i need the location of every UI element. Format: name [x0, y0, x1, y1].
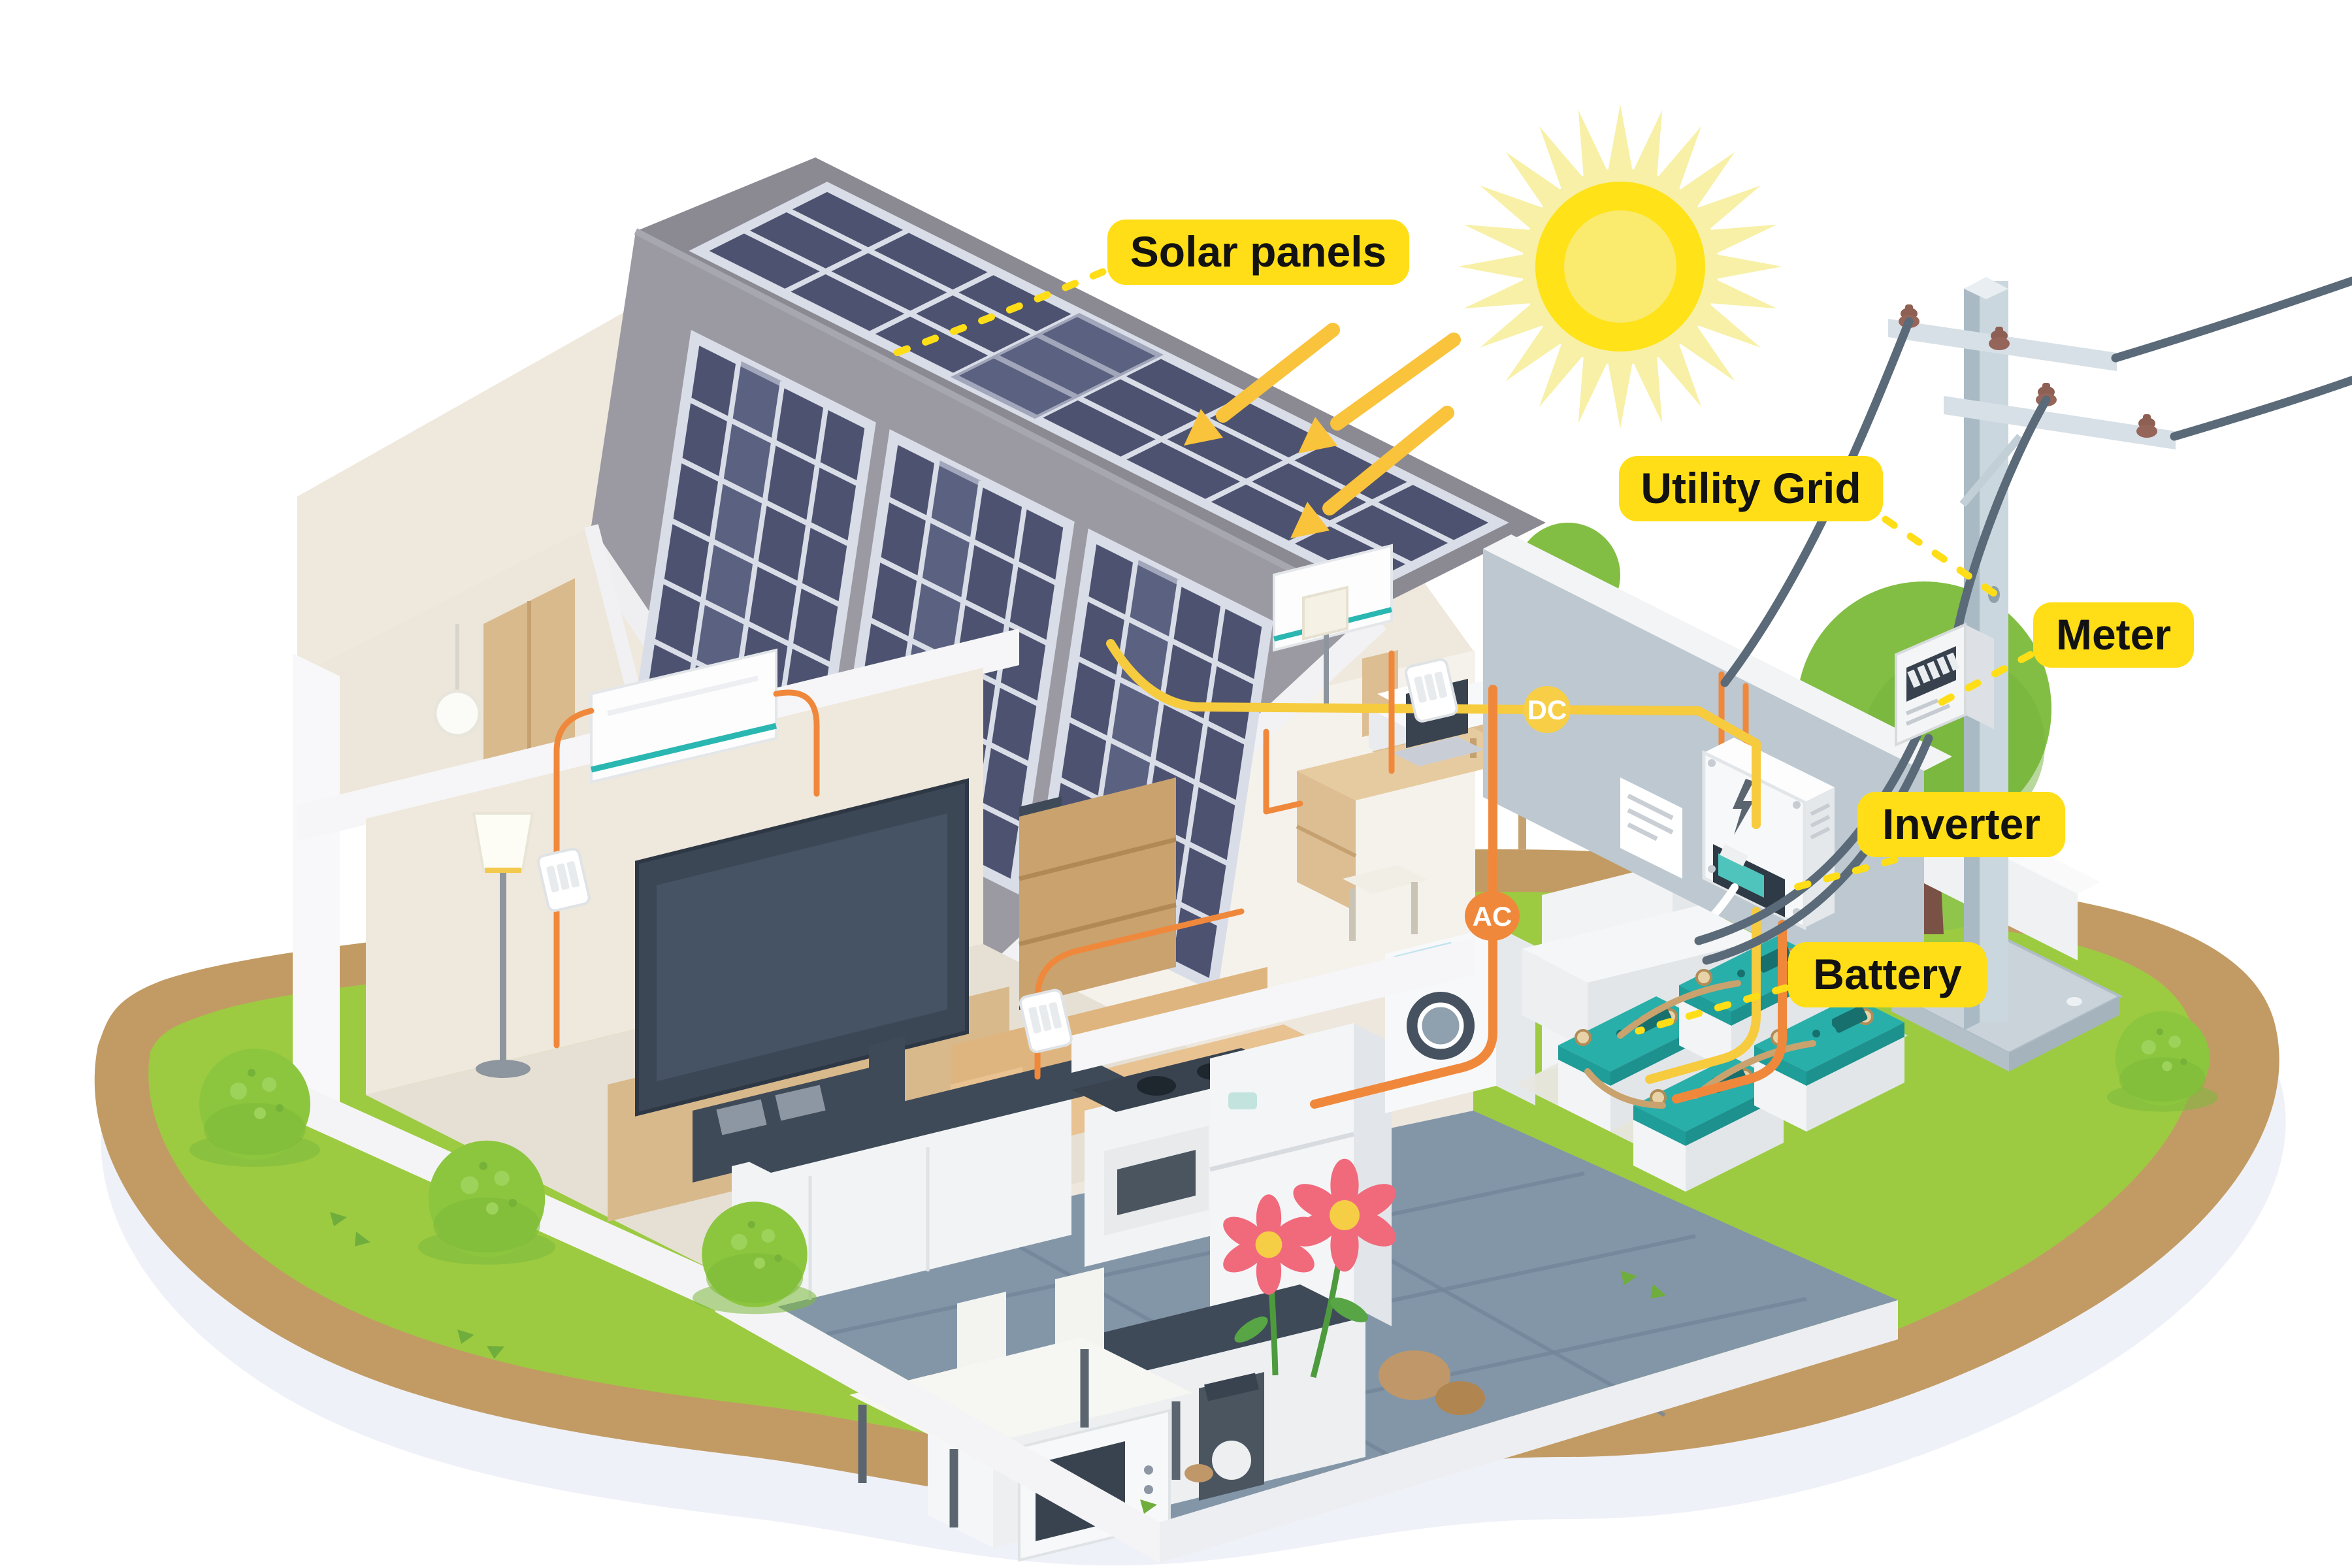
label-utility-grid: Utility Grid: [1619, 456, 1883, 521]
utility-pole: [1694, 276, 2352, 1071]
stove-oven: [1071, 1048, 1286, 1267]
wiring: [553, 639, 1787, 1109]
service-cable: [1694, 726, 1924, 945]
pole-cap: [1964, 277, 2008, 299]
house-base-front: [715, 1271, 1160, 1563]
yard-decor: [189, 1011, 2218, 1514]
left-exterior-wall: [293, 653, 340, 1104]
label-inverter: Inverter: [1857, 792, 2065, 857]
stool: [1343, 865, 1428, 941]
rocks-icon: [1184, 1350, 1485, 1482]
label-meter: Meter: [2033, 602, 2194, 668]
dc-wire-to-battery: [1645, 907, 1761, 1084]
dc-badge-label: DC: [1527, 694, 1567, 725]
solar-array-far: [689, 182, 1509, 592]
floor-lamp-icon: [472, 812, 534, 1078]
bedroom-slab-edge: [1071, 938, 1475, 1073]
grid-cable: [1948, 395, 2051, 666]
coffee-maker-icon: [1199, 1372, 1264, 1501]
house-base-right: [1160, 1300, 1898, 1563]
sun: [1458, 105, 1782, 429]
dc-badge: DC: [1524, 686, 1571, 733]
inverter-unit: [1702, 738, 1835, 931]
ac-badge: AC: [1465, 891, 1520, 941]
ac-trunk-wire: [1310, 685, 1497, 1109]
grid-cable: [2111, 276, 2352, 363]
bookshelf: [1019, 777, 1177, 1006]
crossarm-lower: [1944, 396, 2176, 449]
label-inverter-text: Inverter: [1882, 800, 2040, 848]
service-cable: [1702, 734, 1933, 965]
label-meter-text: Meter: [2056, 610, 2171, 659]
ac-badge-label: AC: [1473, 901, 1512, 932]
pendant-lamp-icon: [433, 689, 482, 738]
wall-notice-paper: [1620, 777, 1682, 879]
callouts: Solar panels Utility Grid Meter Inverter…: [892, 220, 2194, 1035]
meter-box: [1895, 622, 1994, 747]
label-battery: Battery: [1788, 942, 1987, 1007]
sunlight-arrows: [1184, 323, 1461, 538]
flowers: [1218, 1158, 1402, 1379]
bedside-lamp-icon: [1302, 585, 1348, 712]
air-conditioner-living: [590, 648, 777, 784]
lightning-bolt-icon: [1733, 779, 1754, 835]
label-utility-grid-text: Utility Grid: [1641, 464, 1861, 512]
kitchen-counter: [719, 1057, 1137, 1318]
ac-wire-to-battery: [1672, 920, 1787, 1103]
label-solar-panels-text: Solar panels: [1130, 227, 1387, 276]
dc-wire: [1106, 639, 1761, 829]
grid-cable: [2170, 376, 2352, 441]
label-battery-text: Battery: [1813, 950, 1962, 998]
wall-cap: [1483, 534, 1952, 771]
label-solar-panels: Solar panels: [1107, 220, 1409, 285]
tv-icon: [635, 778, 969, 1117]
